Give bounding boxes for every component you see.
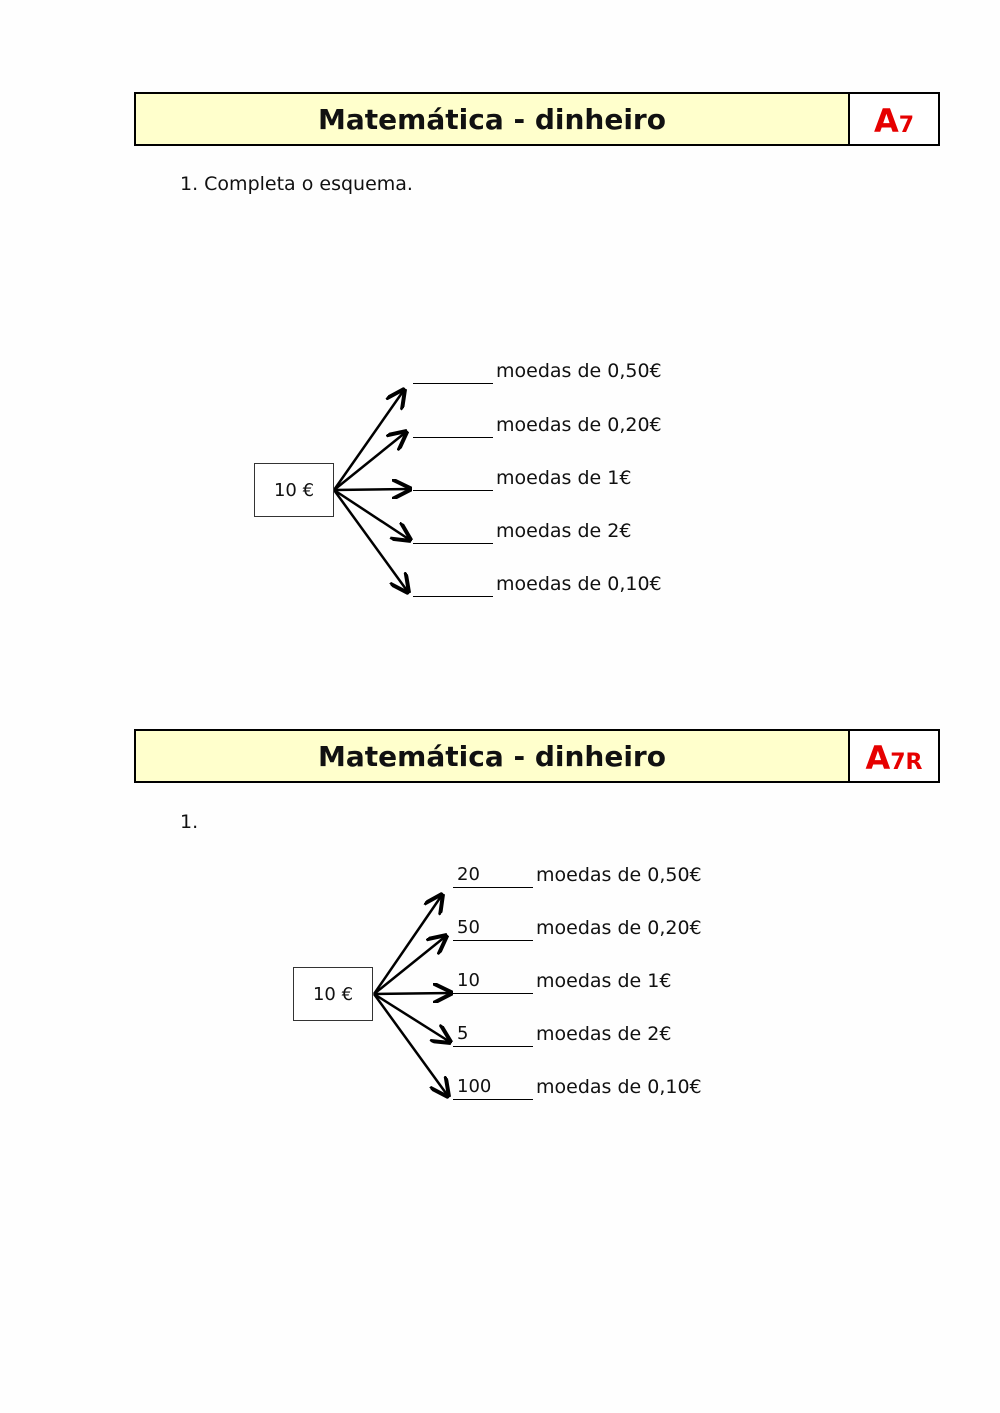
answer-value: 20 — [453, 862, 533, 888]
answers-code-letter: A — [865, 739, 891, 777]
coin-label: moedas de 0,50€ — [536, 864, 702, 886]
coin-label: moedas de 0,50€ — [496, 360, 662, 382]
arrow-5 — [372, 993, 448, 1096]
arrow-5 — [332, 489, 408, 592]
answer-value: 50 — [453, 915, 533, 941]
answer-value: 10 — [453, 968, 533, 994]
coin-label: moedas de 1€ — [536, 970, 672, 992]
arrow-4 — [373, 992, 450, 1042]
coin-label: moedas de 2€ — [536, 1023, 672, 1045]
coin-label: moedas de 0,10€ — [536, 1076, 702, 1098]
answers-total-box: 10 € — [293, 967, 373, 1021]
answer-blank[interactable] — [413, 518, 493, 544]
worksheet-code-suffix: 7 — [898, 113, 915, 138]
answer-blank[interactable] — [413, 571, 493, 597]
answer-blank[interactable] — [413, 465, 493, 491]
answers-code-suffix: 7R — [890, 750, 923, 775]
coin-label: moedas de 0,20€ — [536, 917, 702, 939]
coin-label: moedas de 2€ — [496, 520, 632, 542]
answer-blank[interactable] — [413, 358, 493, 384]
worksheet-code-letter: A — [873, 102, 899, 140]
answer-value: 100 — [453, 1074, 533, 1100]
answer-value: 5 — [453, 1021, 533, 1047]
answers-instruction: 1. — [180, 811, 199, 833]
arrow-2 — [373, 936, 446, 995]
answer-blank[interactable] — [413, 412, 493, 438]
arrow-3 — [373, 993, 451, 994]
arrow-4 — [333, 488, 410, 540]
worksheet-total-box: 10 € — [254, 463, 334, 517]
worksheet-title: Matemática - dinheiro — [136, 94, 848, 144]
arrow-3 — [333, 489, 410, 490]
arrow-2 — [333, 432, 406, 491]
arrow-1 — [332, 390, 404, 491]
worksheet-instruction: 1. Completa o esquema. — [180, 173, 413, 195]
answers-title: Matemática - dinheiro — [136, 731, 848, 781]
coin-label: moedas de 0,10€ — [496, 573, 662, 595]
arrow-1 — [372, 895, 442, 995]
coin-label: moedas de 1€ — [496, 467, 632, 489]
coin-label: moedas de 0,20€ — [496, 414, 662, 436]
